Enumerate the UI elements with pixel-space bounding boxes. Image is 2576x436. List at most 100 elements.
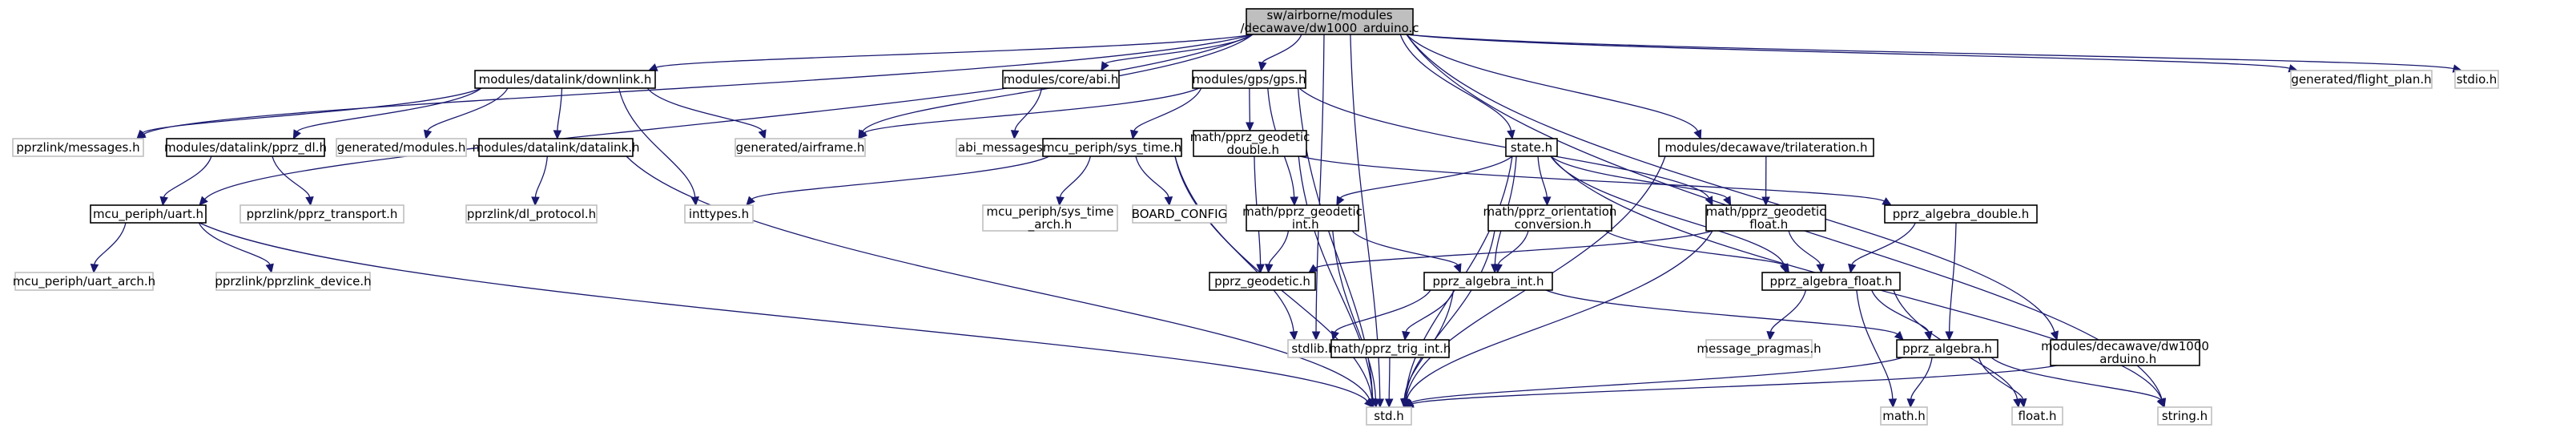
edge-line xyxy=(1399,34,1512,131)
node-state[interactable]: state.h xyxy=(1505,138,1558,157)
node-algebra-double[interactable]: pprz_algebra_double.h xyxy=(1884,204,2038,224)
node-abi-messages: abi_messages.h xyxy=(956,138,1057,157)
node-geodetic-int[interactable]: math/pprz_geodetic_int.h xyxy=(1242,204,1362,232)
node-label: /decawave/dw1000_arduino.c xyxy=(1240,21,1419,36)
edge-line xyxy=(1497,230,1529,265)
edge-line xyxy=(1299,155,1885,202)
edge-datalink-to-dl-protocol xyxy=(531,155,548,207)
node-box xyxy=(2011,406,2063,426)
edge-line xyxy=(142,87,482,134)
edge-uart-to-pprzlink-device xyxy=(198,222,274,274)
node-box xyxy=(1132,204,1227,224)
node-abi[interactable]: modules/core/abi.h xyxy=(1002,70,1120,89)
node-label: float.h xyxy=(2019,409,2057,423)
node-geodetic[interactable]: pprz_geodetic.h xyxy=(1209,272,1316,291)
edge-geodetic-int-to-algebra-int xyxy=(1351,230,1462,274)
edge-arrowhead xyxy=(758,129,767,140)
node-orientation-conv[interactable]: math/pprz_orientation_conversion.h xyxy=(1483,204,1617,232)
node-trilateration[interactable]: modules/decawave/trilateration.h xyxy=(1658,138,1874,157)
edge-arrowhead xyxy=(1906,398,1916,409)
edge-arrowhead xyxy=(1705,196,1713,207)
edge-sys-time-to-board-config xyxy=(1135,155,1173,207)
edge-arrowhead xyxy=(1848,263,1857,274)
edge-arrowhead xyxy=(858,129,868,139)
node-string: string.h xyxy=(2157,406,2212,426)
node-box xyxy=(1002,70,1120,89)
node-uart[interactable]: mcu_periph/uart.h xyxy=(90,204,207,224)
node-sys-time[interactable]: mcu_periph/sys_time.h xyxy=(1042,138,1182,157)
node-box xyxy=(1209,272,1316,291)
edge-arrowhead xyxy=(1888,398,1898,409)
node-box xyxy=(1423,272,1553,291)
edge-arrowhead xyxy=(2013,398,2022,409)
edge-state-to-geodetic-int xyxy=(1336,155,1513,207)
edge-line xyxy=(1133,87,1202,131)
node-gps[interactable]: modules/gps/gps.h xyxy=(1192,70,1306,89)
edge-abi-to-abi-messages xyxy=(1010,87,1043,140)
edge-line xyxy=(296,87,482,132)
edge-gps-to-geodetic-double xyxy=(1246,87,1254,132)
node-algebra-int[interactable]: pprz_algebra_int.h xyxy=(1423,272,1553,291)
node-trig-int[interactable]: math/pprz_trig_int.h xyxy=(1330,339,1451,358)
edge-line xyxy=(1948,222,1957,333)
node-label: math/pprz_geodetic xyxy=(1190,130,1310,145)
node-label: modules/decawave/dw1000 xyxy=(2041,339,2209,353)
edge-line xyxy=(1406,34,2055,333)
edge-downlink-to-messages xyxy=(136,87,482,139)
node-box xyxy=(336,138,467,157)
node-label: state.h xyxy=(1511,140,1552,155)
node-label: math/pprz_geodetic xyxy=(1242,204,1362,220)
nodes-layer: sw/airborne/modules/decawave/dw1000_ardu… xyxy=(12,8,2499,426)
edge-line xyxy=(557,87,563,131)
node-pprzlink-device: pprzlink/pprzlink_device.h xyxy=(215,272,372,291)
edge-downlink-to-datalink xyxy=(553,87,563,140)
node-box xyxy=(1366,406,1412,426)
edge-line xyxy=(1769,289,1807,333)
edge-root-to-stdlib xyxy=(1311,34,1325,341)
node-algebra-float[interactable]: pprz_algebra_float.h xyxy=(1761,272,1901,291)
node-root[interactable]: sw/airborne/modules/decawave/dw1000_ardu… xyxy=(1240,8,1419,36)
edge-line xyxy=(626,155,1371,401)
node-datalink[interactable]: modules/datalink/datalink.h xyxy=(472,138,640,157)
node-geodetic-float[interactable]: math/pprz_geodetic_float.h xyxy=(1705,204,1826,232)
node-label: math/pprz_orientation xyxy=(1483,204,1617,220)
edge-arrowhead xyxy=(1258,61,1267,72)
node-label: pprz_algebra_float.h xyxy=(1769,274,1892,289)
node-downlink[interactable]: modules/datalink/downlink.h xyxy=(474,70,656,89)
edge-trig-int-to-std xyxy=(1384,357,1394,409)
edge-line xyxy=(1910,357,1933,400)
node-dw1000-h[interactable]: modules/decawave/dw1000_arduino.h xyxy=(2041,339,2209,367)
edge-line xyxy=(1550,155,1728,199)
node-pprz-dl[interactable]: modules/datalink/pprz_dl.h xyxy=(164,138,327,157)
node-box xyxy=(474,70,656,89)
node-box xyxy=(1042,138,1182,157)
edge-root-to-downlink xyxy=(647,34,1254,71)
node-box xyxy=(1246,8,1414,35)
node-stdio: stdio.h xyxy=(2454,70,2499,89)
node-inttypes: inttypes.h xyxy=(684,204,754,224)
node-box xyxy=(1705,204,1826,232)
node-label: modules/datalink/pprz_dl.h xyxy=(164,140,327,155)
edge-arrowhead xyxy=(199,196,208,206)
node-box xyxy=(166,138,325,157)
node-flight-plan: generated/flight_plan.h xyxy=(2290,70,2433,89)
edge-line xyxy=(1298,155,1374,400)
node-message-pragmas: message_pragmas.h xyxy=(1697,339,1821,358)
node-board-config: BOARD_CONFIG xyxy=(1132,204,1227,224)
node-float: float.h xyxy=(2011,406,2063,426)
edge-gps-to-sys-time xyxy=(1129,87,1202,140)
edge-root-to-dw1000-h xyxy=(1406,34,2059,341)
node-geodetic-double[interactable]: math/pprz_geodetic_double.h xyxy=(1190,130,1310,158)
edge-arrowhead xyxy=(2156,398,2165,409)
node-label: abi_messages.h xyxy=(958,140,1054,155)
edge-line xyxy=(1105,34,1254,64)
edge-algebra-to-string xyxy=(1990,357,2165,409)
node-label: _double.h xyxy=(1220,143,1279,158)
node-label: mcu_periph/uart_arch.h xyxy=(13,274,155,289)
edge-line xyxy=(1406,230,1713,400)
node-box xyxy=(14,272,154,291)
node-algebra[interactable]: pprz_algebra.h xyxy=(1896,339,1998,358)
edge-algebra-int-to-algebra xyxy=(1545,289,1904,341)
node-label: modules/gps/gps.h xyxy=(1192,72,1306,87)
